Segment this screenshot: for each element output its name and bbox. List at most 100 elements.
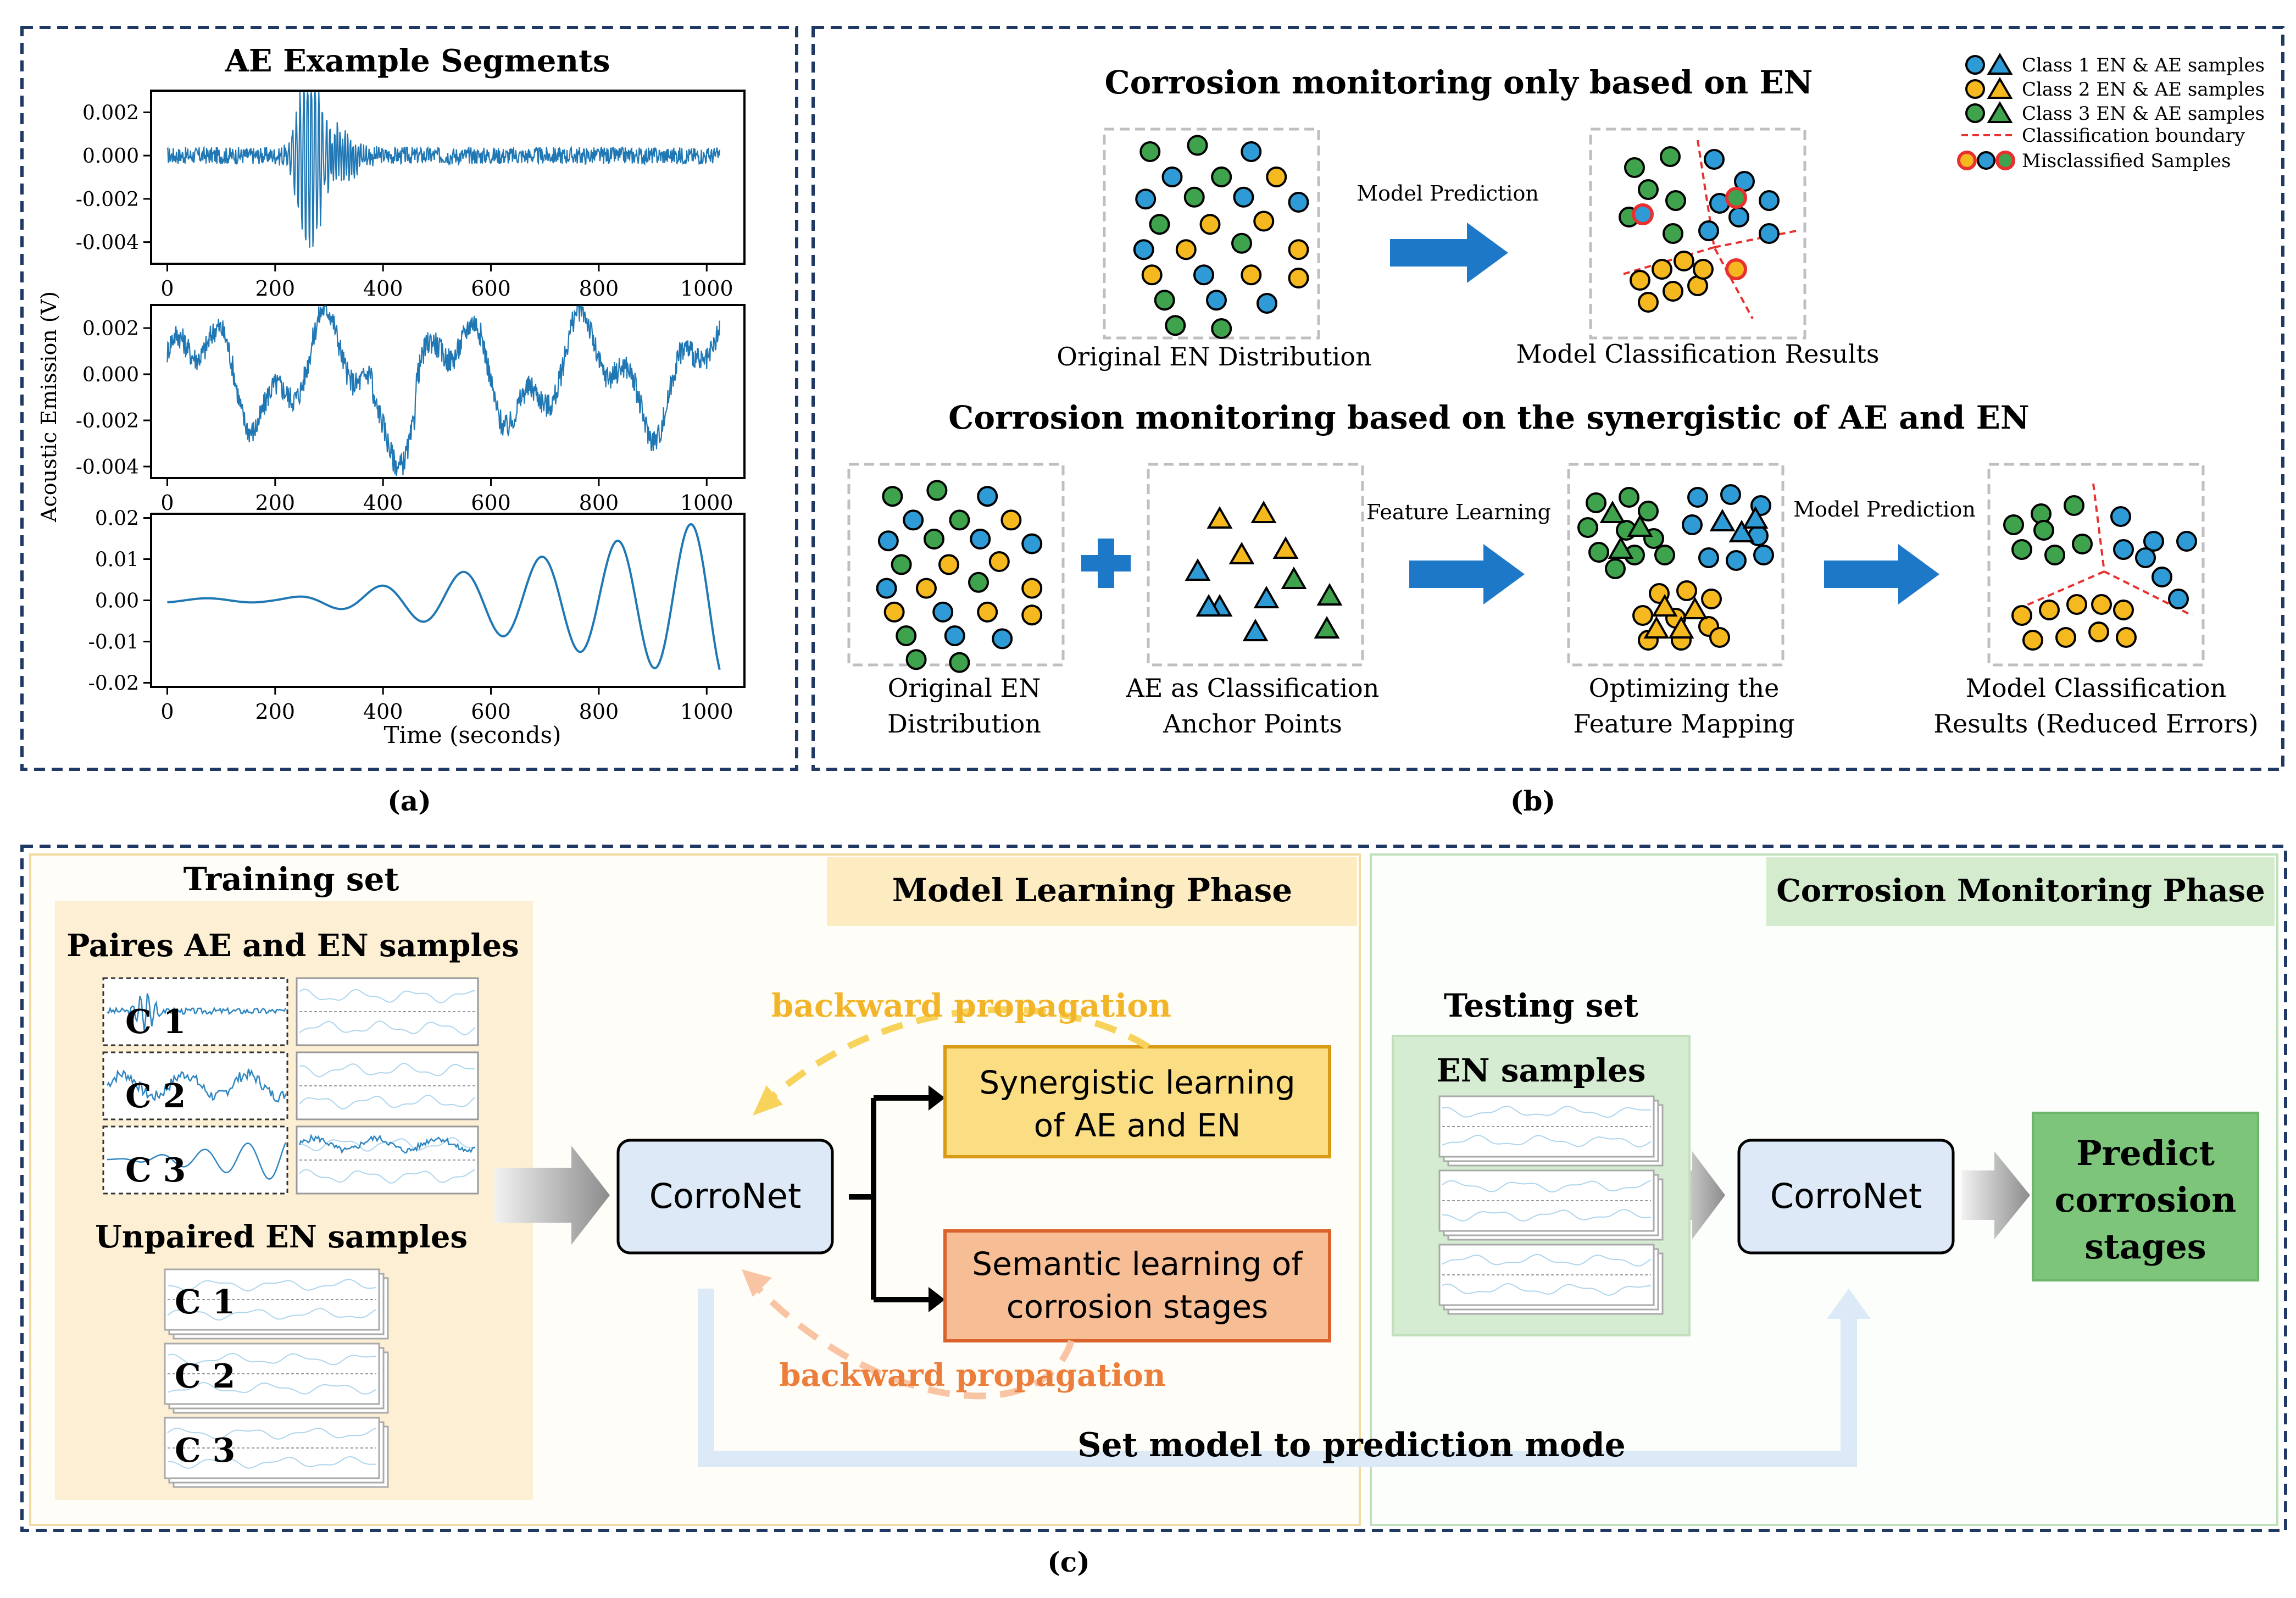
sample-dot: [1725, 258, 1747, 280]
thumbnail-wave: [1442, 1254, 1652, 1267]
sample-dot: [2091, 594, 2112, 615]
x-tick-label: 0: [160, 700, 174, 724]
sample-dot: [1698, 220, 1719, 241]
sample-dot: [1021, 604, 1043, 626]
backprop-bottom-label: backward propagation: [779, 1357, 1165, 1394]
sample-triangle: [1728, 519, 1755, 542]
corronet-box-left: [616, 1139, 834, 1255]
paired-waves: [106, 989, 476, 1184]
sample-dot: [2113, 600, 2134, 620]
signal-line: [166, 306, 720, 476]
sample-triangle: [1281, 566, 1307, 589]
thumbnail-wave: [106, 1068, 287, 1103]
en-samples-title: EN samples: [1436, 1052, 1645, 1089]
branch-arrows: [849, 1095, 929, 1302]
sample-dot: [2064, 495, 2084, 516]
label-ae-anchor-1: AE as Classification: [1126, 673, 1380, 703]
label-original-en-top: Original EN Distribution: [1057, 342, 1371, 371]
learning-phase-tab: [827, 857, 1357, 926]
testing-set-title: Testing set: [1444, 987, 1638, 1024]
sample-dot: [1149, 214, 1170, 235]
sample-dot: [1233, 186, 1254, 208]
sample-dot: [2152, 567, 2172, 587]
paired-title: Paires AE and EN samples: [66, 928, 519, 964]
thumbnail-wave: [107, 993, 287, 1031]
sample-dot: [1674, 251, 1694, 271]
prediction-mode-connector: [698, 1289, 1857, 1467]
sample-triangle: [1185, 558, 1211, 581]
predict-label-3: stages: [2084, 1227, 2206, 1267]
monitoring-phase-title: Corrosion Monitoring Phase: [1776, 873, 2265, 909]
label-orig-en-1: Original EN: [888, 673, 1041, 703]
y-tick-label: -0.002: [76, 410, 139, 432]
sample-dot: [968, 571, 989, 593]
caption-a: (a): [387, 785, 431, 817]
x-tick-label: 1000: [680, 276, 733, 301]
sample-dot: [2022, 630, 2043, 651]
sample-dot: [1231, 232, 1252, 254]
box-original-en-bottom: [847, 463, 1065, 667]
thumbnail-wave: [107, 1142, 287, 1180]
sample-dot: [2110, 506, 2131, 527]
backprop-arc-top: [764, 1006, 1150, 1105]
sample-dot: [1726, 550, 1747, 571]
sample-triangle: [1228, 541, 1255, 564]
signal-line: [166, 91, 720, 248]
sample-triangle: [1196, 593, 1222, 617]
sample-triangle: [1272, 536, 1299, 559]
box-original-en-top: [1103, 127, 1320, 340]
sample-dot: [1701, 589, 1722, 609]
sample-dot: [2011, 605, 2032, 626]
sample-dot: [2066, 594, 2087, 615]
sample-dot: [1638, 179, 1659, 200]
sample-dot: [1652, 259, 1672, 280]
y-tick-label: -0.002: [76, 188, 139, 211]
sample-dot: [2176, 531, 2197, 552]
sample-dot: [1135, 188, 1157, 210]
x-tick-label: 400: [363, 276, 403, 301]
legend: Class 1 EN & AE samples Class 2 EN & AE …: [1957, 53, 2265, 172]
sample-dot: [1759, 223, 1780, 244]
thumbnail-wave: [167, 1308, 377, 1320]
sample-dot: [903, 509, 924, 531]
sample-dot: [1165, 315, 1186, 336]
thumbnail-wave: [1442, 1180, 1652, 1193]
sample-dot: [1660, 146, 1681, 167]
semantic-label-1: Semantic learning of: [972, 1245, 1303, 1283]
sample-dot: [1288, 268, 1309, 288]
sample-dot: [1619, 487, 1639, 508]
thumbnail-wave: [299, 989, 476, 1003]
sample-dot: [2135, 547, 2156, 568]
thumbnail-wave: [299, 1095, 476, 1109]
sample-dot: [1654, 545, 1675, 565]
legend-class2: Class 2 EN & AE samples: [2022, 79, 2265, 101]
sample-dot: [1577, 517, 1598, 538]
x-tick-label: 200: [255, 491, 296, 515]
panel-b: Corrosion monitoring only based on EN Co…: [811, 26, 2284, 771]
x-tick-label: 1000: [680, 491, 733, 515]
corronet-box-right: [1737, 1139, 1955, 1255]
unpaired-title: Unpaired EN samples: [95, 1219, 468, 1255]
semantic-box: [943, 1229, 1331, 1342]
sample-triangle: [1253, 585, 1280, 608]
training-set-title: Training set: [184, 861, 399, 898]
sample-dot: [1187, 135, 1208, 156]
x-tick-label: 600: [471, 491, 511, 515]
thumbnail-wave: [167, 1456, 377, 1469]
corronet-label-right: CorroNet: [1770, 1176, 1922, 1216]
sample-dot: [926, 480, 948, 501]
sample-dot: [1665, 190, 1686, 211]
sample-dot: [2033, 520, 2054, 541]
sample-dot: [932, 601, 954, 623]
panel-a: AE Example Segments Acoustic Emission (V…: [20, 26, 798, 771]
unpaired-samples: [164, 1268, 389, 1488]
sample-dot: [1725, 187, 1747, 209]
sample-dot: [1704, 149, 1725, 170]
paired-c1: C 1: [125, 1003, 186, 1041]
sample-dot: [2003, 514, 2024, 535]
sample-dot: [2143, 531, 2164, 552]
sample-dot: [877, 530, 899, 552]
sample-dot: [1206, 290, 1227, 311]
sample-dot: [2168, 589, 2189, 609]
